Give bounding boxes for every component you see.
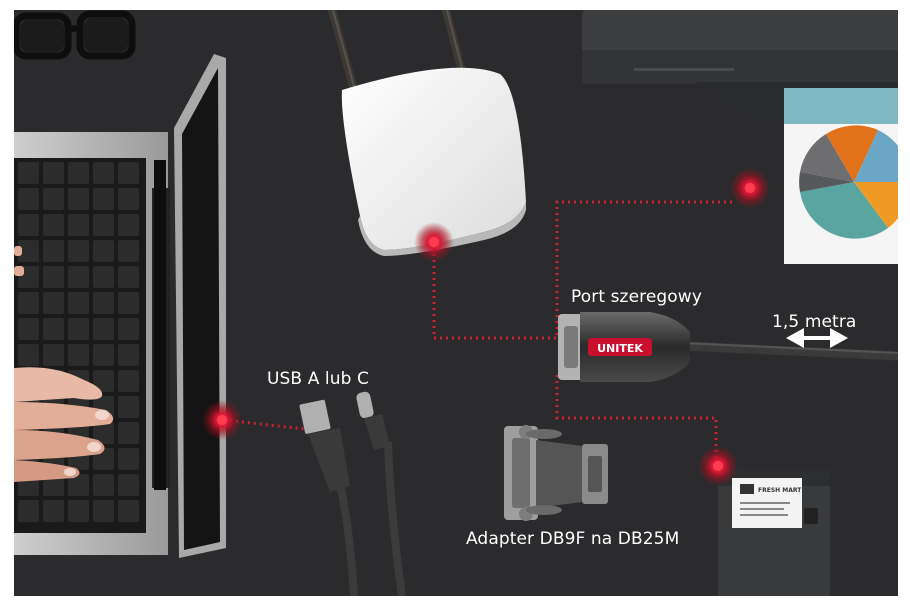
keyboard-key	[43, 214, 64, 236]
keyboard-key	[118, 188, 139, 210]
keyboard-key	[68, 344, 89, 366]
receipt-printer-icon: FRESH MART	[718, 468, 830, 596]
keyboard-key	[93, 474, 114, 496]
keyboard-key	[93, 214, 114, 236]
keyboard-key	[118, 396, 139, 418]
keyboard-key	[118, 422, 139, 444]
keyboard-key	[43, 318, 64, 340]
double-arrow-icon	[786, 328, 848, 348]
keyboard-key	[43, 188, 64, 210]
keyboard-key	[118, 162, 139, 184]
usb-serial-converter: UNITEK	[558, 312, 690, 382]
label-serial-port: Port szeregowy	[571, 287, 702, 307]
serial-cable	[683, 341, 898, 361]
pie-chart-paper	[784, 88, 898, 264]
keyboard-key	[93, 500, 114, 522]
keyboard-key	[68, 500, 89, 522]
router-antennas	[328, 10, 466, 94]
receipt-logo: FRESH MART	[758, 487, 802, 494]
keyboard-key	[118, 344, 139, 366]
keyboard-key	[18, 318, 39, 340]
keyboard-key	[93, 422, 114, 444]
keyboard-key	[18, 188, 39, 210]
keyboard-key	[43, 500, 64, 522]
keyboard-key	[43, 266, 64, 288]
keyboard-key	[68, 214, 89, 236]
keyboard-key	[18, 162, 39, 184]
label-cable-length: 1,5 metra	[772, 312, 857, 332]
hotspots	[202, 168, 770, 486]
keyboard-key	[18, 292, 39, 314]
keyboard-key	[93, 162, 114, 184]
keyboard-key	[118, 370, 139, 392]
keyboard-key	[68, 162, 89, 184]
keyboard-key	[68, 292, 89, 314]
keyboard-key	[93, 188, 114, 210]
keyboard-key	[93, 240, 114, 262]
hand-icon	[14, 246, 114, 482]
keyboard-key	[18, 500, 39, 522]
keyboard-key	[118, 240, 139, 262]
keyboard-key	[18, 214, 39, 236]
keyboard-key	[118, 292, 139, 314]
keyboard-key	[93, 370, 114, 392]
usb-c-plug-icon	[356, 391, 406, 596]
keyboard-key	[118, 318, 139, 340]
keyboard-key	[118, 214, 139, 236]
unitek-logo: UNITEK	[597, 342, 643, 355]
keyboard-key	[18, 344, 39, 366]
keyboard-key	[43, 162, 64, 184]
label-usb: USB A lub C	[267, 369, 369, 389]
keyboard-key	[68, 474, 89, 496]
db9-db25-adapter-icon	[504, 425, 608, 521]
keyboard-key	[118, 500, 139, 522]
keyboard-key	[43, 292, 64, 314]
keyboard-key	[68, 240, 89, 262]
keyboard-key	[68, 188, 89, 210]
keyboard-key	[68, 318, 89, 340]
keyboard-key	[68, 266, 89, 288]
keyboard-key	[118, 448, 139, 470]
keyboard-key	[43, 240, 64, 262]
label-adapter: Adapter DB9F na DB25M	[466, 529, 680, 549]
product-scene: UNITEK FRESH MART	[14, 10, 898, 596]
keyboard-key	[118, 474, 139, 496]
connection-lines	[223, 200, 734, 464]
glasses-icon	[14, 10, 136, 60]
keyboard-key	[43, 344, 64, 366]
keyboard-key	[93, 292, 114, 314]
keyboard-key	[93, 318, 114, 340]
keyboard-key	[18, 240, 39, 262]
keyboard-key	[93, 344, 114, 366]
keyboard-key	[118, 266, 139, 288]
usb-a-plug-icon	[299, 399, 358, 596]
keyboard-key	[93, 266, 114, 288]
